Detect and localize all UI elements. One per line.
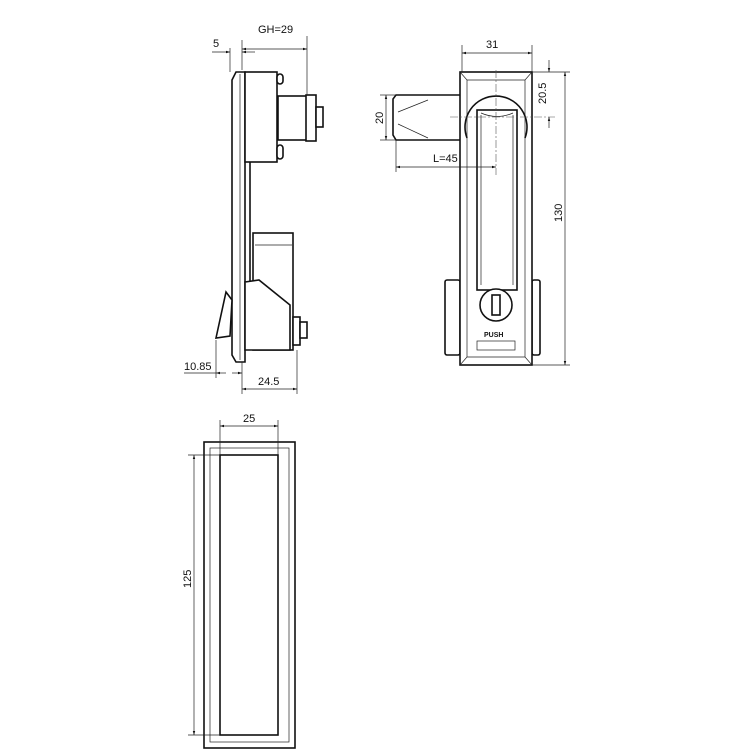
mounting-plate bbox=[231, 71, 246, 363]
dim-125: 125 bbox=[182, 570, 194, 588]
front-view: PUSH 31 130 20.5 20 L=45 bbox=[374, 39, 570, 366]
handle-body-top bbox=[244, 71, 278, 163]
side-view: GH=29 5 10.85 24.5 bbox=[184, 24, 324, 394]
cutout-inner bbox=[219, 454, 279, 736]
push-label: PUSH bbox=[484, 332, 503, 339]
dim-20: 20 bbox=[374, 112, 386, 124]
cam-circle bbox=[464, 95, 528, 139]
handle-lever bbox=[476, 109, 518, 291]
dim-gh: GH=29 bbox=[258, 24, 293, 36]
dim-10-85: 10.85 bbox=[184, 361, 212, 373]
cutout-outer bbox=[203, 441, 296, 749]
dim-130: 130 bbox=[553, 204, 565, 222]
nut bbox=[315, 106, 324, 128]
dim-l45: L=45 bbox=[433, 153, 458, 165]
lever bbox=[214, 290, 233, 339]
dim-5: 5 bbox=[213, 38, 219, 50]
cutout-view: 25 125 bbox=[182, 413, 296, 749]
dim-24-5: 24.5 bbox=[258, 376, 279, 388]
dim-25: 25 bbox=[243, 413, 255, 425]
dim-20-5: 20.5 bbox=[537, 83, 549, 104]
cam-tab bbox=[392, 94, 463, 141]
dim-31: 31 bbox=[486, 39, 498, 51]
